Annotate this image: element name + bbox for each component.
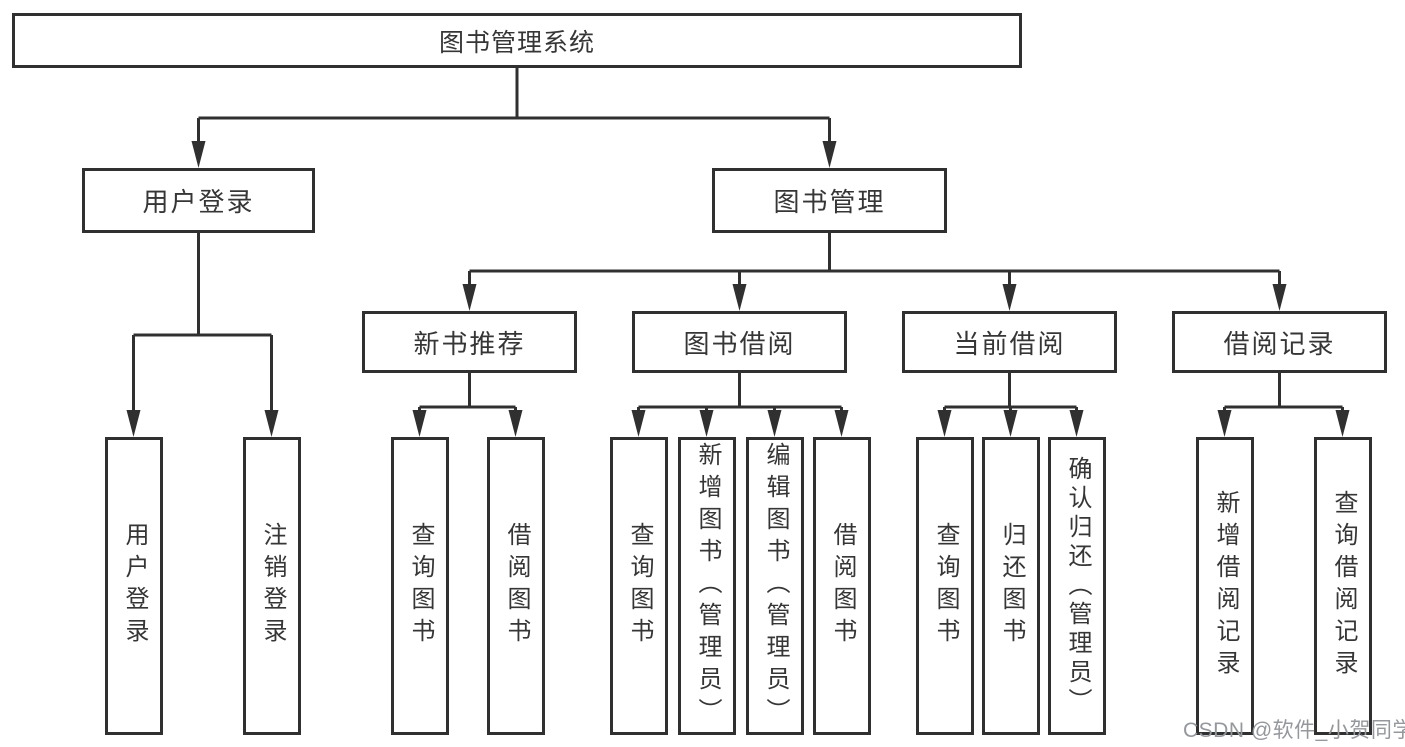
node-user-login: 用户登录 (82, 168, 315, 233)
leaf-records-add-record: 新增借阅记录 (1196, 437, 1254, 735)
node-root: 图书管理系统 (12, 13, 1022, 68)
leaf-current-confirm-return: 确认归还（管理员） (1048, 437, 1106, 735)
node-book-management: 图书管理 (712, 168, 947, 233)
leaf-current-query-book: 查询图书 (916, 437, 974, 735)
node-label: 借阅图书 (829, 522, 856, 650)
leaf-borrowing-borrow-book: 借阅图书 (813, 437, 871, 735)
node-label: 归还图书 (998, 522, 1025, 650)
node-current-borrowing: 当前借阅 (902, 311, 1117, 373)
node-label: 查询图书 (626, 522, 653, 650)
leaf-current-return-book: 归还图书 (982, 437, 1040, 735)
leaf-records-query-record: 查询借阅记录 (1314, 437, 1372, 735)
node-borrow-records: 借阅记录 (1172, 311, 1387, 373)
leaf-borrowing-query-book: 查询图书 (610, 437, 668, 735)
node-label: 图书管理系统 (438, 28, 595, 57)
node-label: 借阅图书 (503, 522, 530, 650)
node-label: 用户登录 (142, 187, 255, 217)
node-label: 新增借阅记录 (1212, 490, 1239, 682)
node-label: 新书推荐 (413, 328, 526, 359)
leaf-user-login: 用户登录 (105, 437, 163, 735)
leaf-recommend-borrow-book: 借阅图书 (487, 437, 545, 735)
leaf-recommend-query-book: 查询图书 (391, 437, 449, 735)
node-label: 图书借阅 (683, 328, 796, 359)
leaf-borrowing-edit-book: 编辑图书（管理员） (746, 437, 804, 735)
node-label: 查询借阅记录 (1330, 490, 1357, 682)
node-label: 图书管理 (773, 187, 886, 217)
node-label: 借阅记录 (1223, 328, 1336, 359)
csdn-watermark: CSDN @软件_小贺同学 (1183, 719, 1405, 742)
node-book-borrowing: 图书借阅 (632, 311, 847, 373)
node-label: 确认归还（管理员） (1064, 455, 1091, 717)
leaf-borrowing-add-book: 新增图书（管理员） (678, 437, 736, 735)
node-label: 注销登录 (259, 522, 286, 650)
node-label: 查询图书 (932, 522, 959, 650)
node-label: 编辑图书（管理员） (762, 442, 789, 730)
node-label: 查询图书 (407, 522, 434, 650)
node-label: 用户登录 (121, 522, 148, 650)
node-new-book-recommend: 新书推荐 (362, 311, 577, 373)
leaf-logout: 注销登录 (243, 437, 301, 735)
node-label: 新增图书（管理员） (694, 442, 721, 730)
node-label: 当前借阅 (953, 328, 1066, 359)
